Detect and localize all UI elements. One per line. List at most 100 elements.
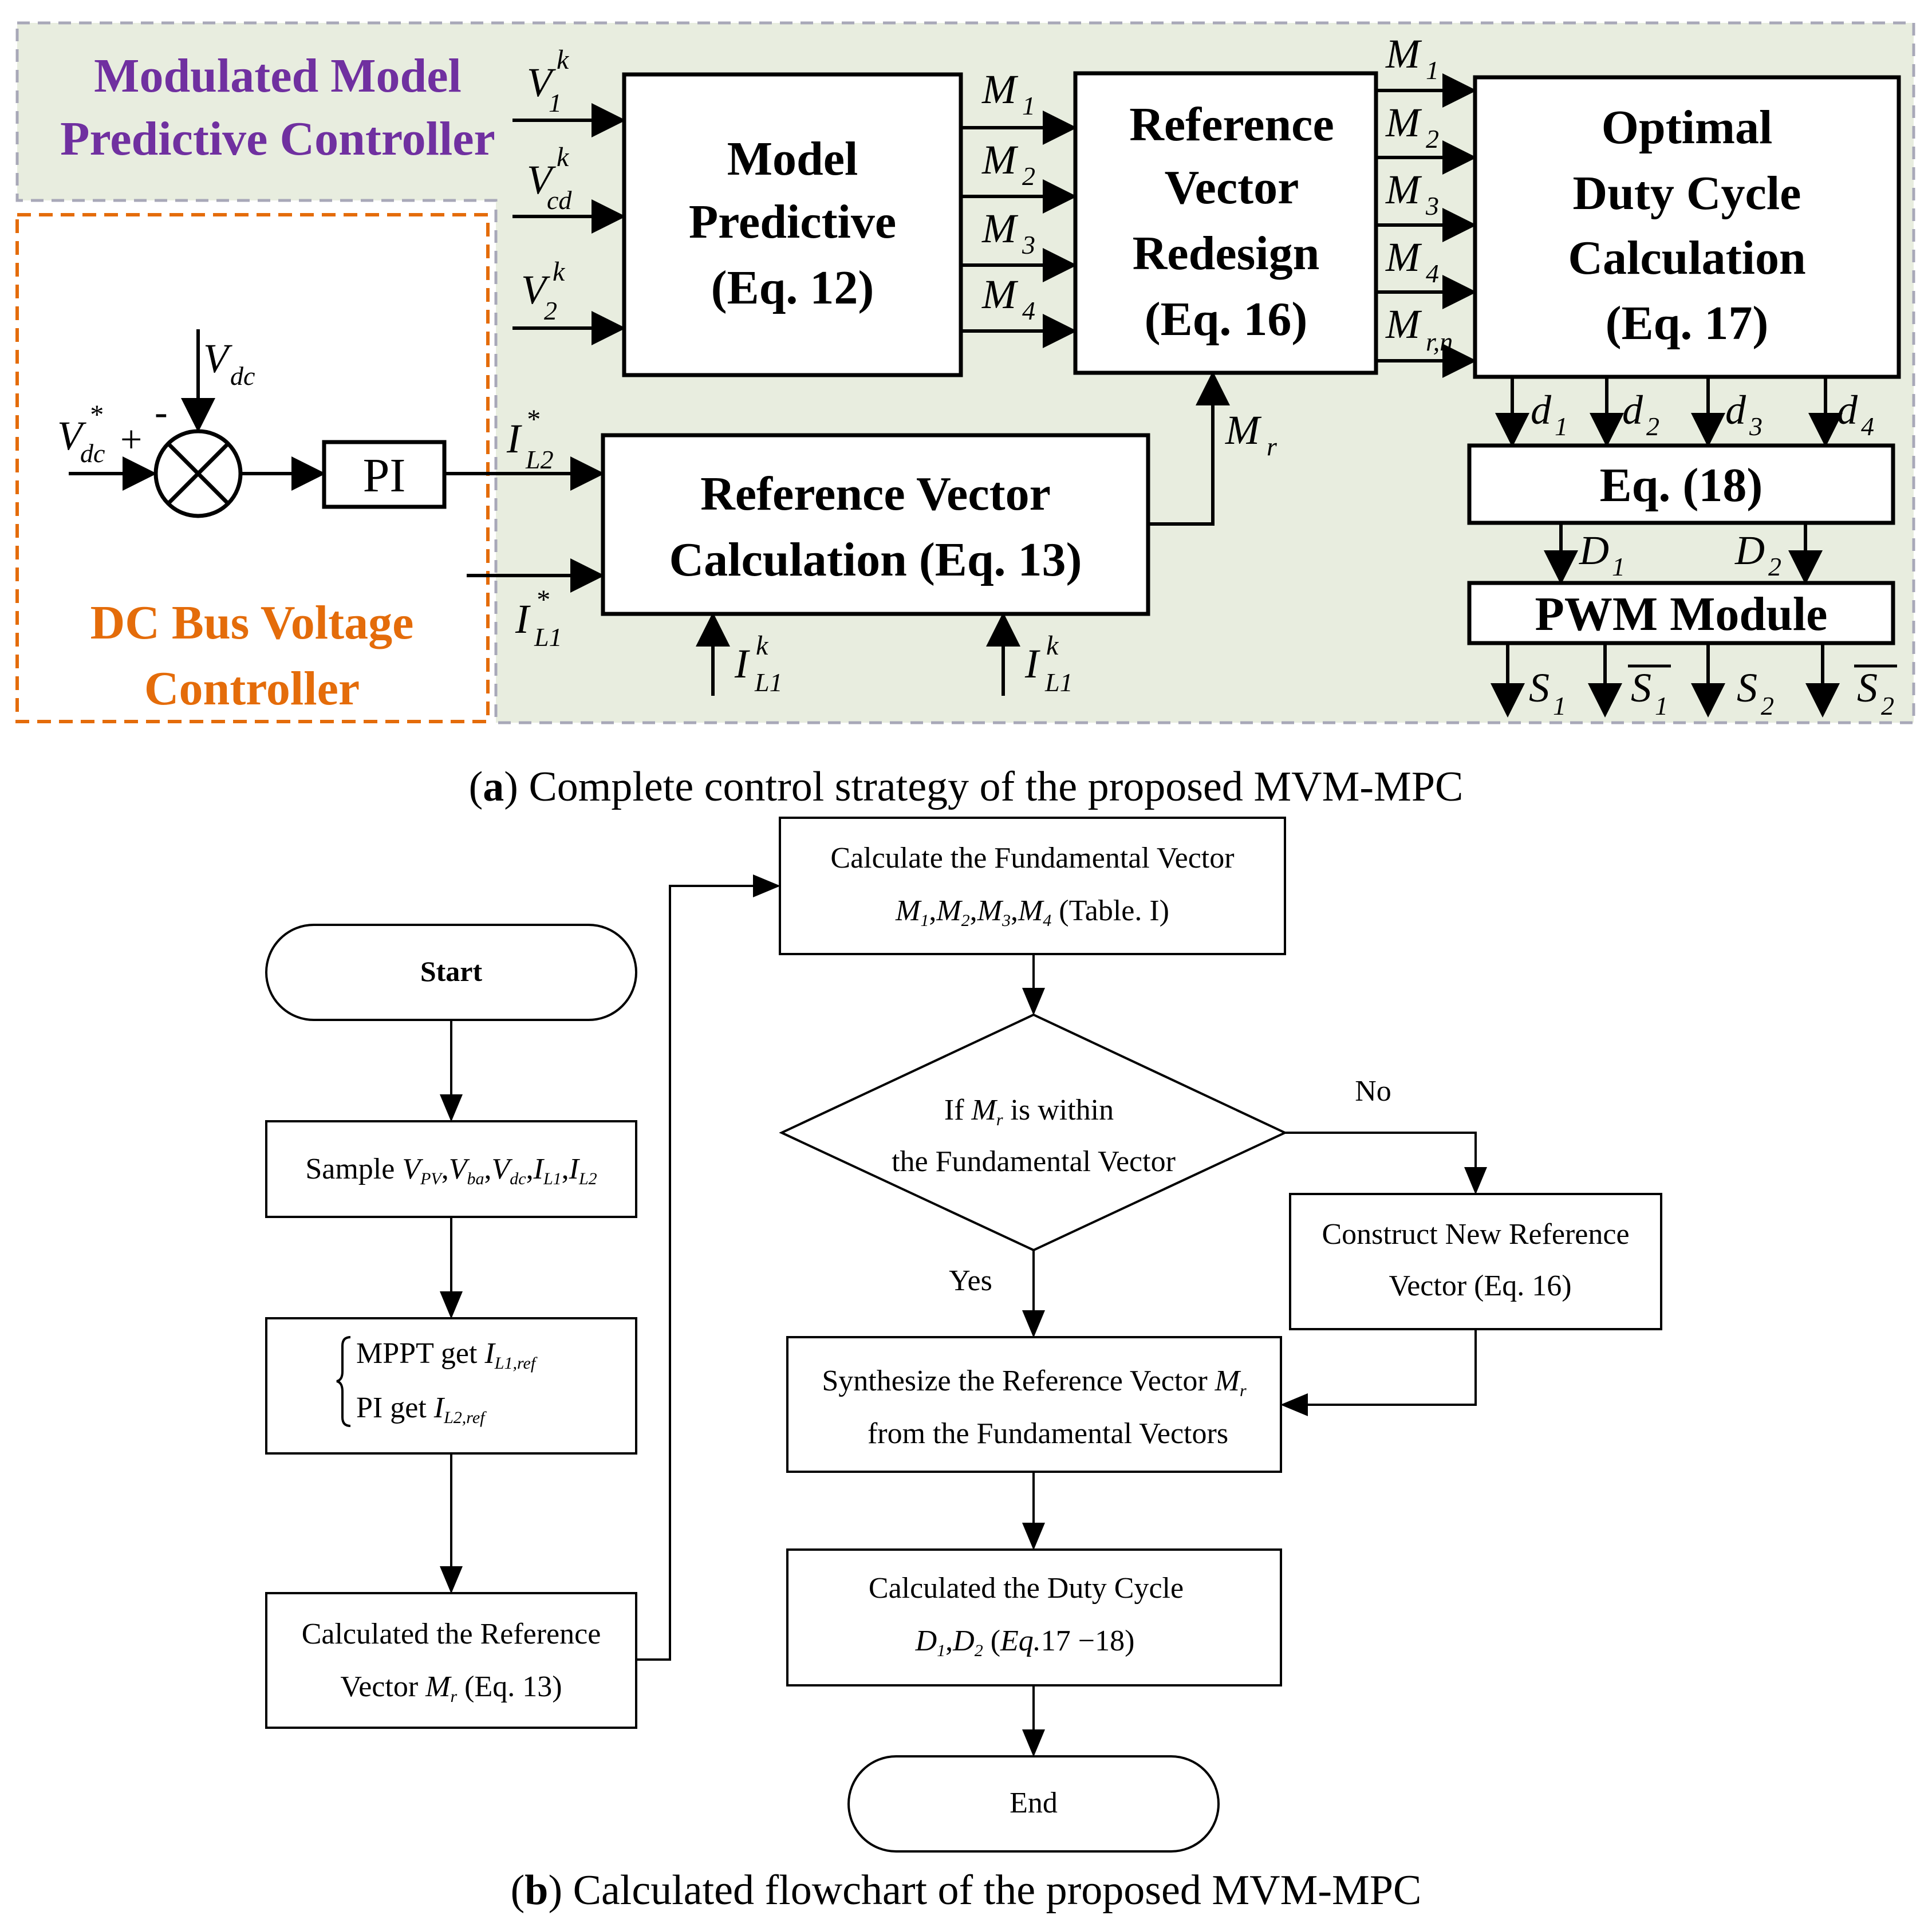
calc-ref-line1: Calculated the Reference [302, 1618, 601, 1650]
svg-text:L2: L2 [525, 445, 554, 474]
svg-text:*: * [526, 404, 539, 435]
svg-text:M: M [1385, 31, 1422, 77]
svg-text:3: 3 [1022, 230, 1035, 259]
svg-text:Calculation (Eq. 13): Calculation (Eq. 13) [669, 533, 1082, 586]
pi-block: PI [322, 440, 447, 509]
svg-text:d: d [1622, 387, 1643, 433]
svg-text:4: 4 [1861, 412, 1874, 441]
svg-text:cd: cd [547, 186, 572, 215]
svg-text:3: 3 [1749, 412, 1763, 441]
calc-ref-box [265, 1592, 637, 1729]
sample-box [265, 1120, 637, 1218]
caption-b: (b) Calculated flowchart of the proposed… [511, 1867, 1422, 1914]
svg-text:(Eq. 17): (Eq. 17) [1606, 297, 1769, 350]
svg-text:L1: L1 [534, 622, 562, 652]
svg-text:2: 2 [1881, 691, 1894, 720]
decision-diamond [779, 1013, 1288, 1252]
svg-text:1: 1 [1022, 91, 1035, 120]
sig-il2-ref: I* L2 [506, 404, 554, 474]
svg-text:I: I [506, 416, 522, 462]
eq18-block: Eq. (18) [1467, 443, 1895, 525]
mmpc-title-line1: Modulated Model [94, 49, 462, 103]
svg-text:2: 2 [1646, 412, 1659, 441]
svg-text:1: 1 [1553, 691, 1566, 720]
duty-line1: Calculated the Duty Cycle [869, 1572, 1184, 1605]
duty-box [786, 1548, 1282, 1686]
part-b-connectors [440, 874, 1487, 1757]
svg-text:M: M [1385, 167, 1422, 212]
svg-text:2: 2 [1768, 552, 1781, 581]
svg-text:(Eq. 16): (Eq. 16) [1145, 293, 1308, 346]
end-label: End [1010, 1787, 1058, 1819]
svg-text:Vector: Vector [1165, 161, 1299, 214]
part-a-connectors [69, 73, 1843, 718]
svg-text:d: d [1837, 387, 1858, 433]
svg-text:2: 2 [1426, 124, 1439, 153]
decision-line2: the Fundamental Vector [892, 1145, 1176, 1178]
svg-text:3: 3 [1425, 191, 1439, 220]
svg-text:2: 2 [544, 296, 557, 325]
summing-junction [153, 429, 243, 518]
duty-line2: D1,D2 (Eq.17 −18) [915, 1625, 1135, 1660]
svg-text:2: 2 [1761, 691, 1774, 720]
svg-text:2: 2 [1022, 161, 1035, 191]
sum-plus-sign: + [120, 417, 142, 461]
no-label: No [1355, 1075, 1391, 1108]
svg-text:V: V [203, 336, 232, 381]
svg-text:V: V [521, 267, 550, 313]
decision-line1: If Mr is within [944, 1094, 1114, 1129]
start-label: Start [420, 955, 483, 987]
svg-text:L1: L1 [1044, 668, 1073, 697]
part-b-flowchart: Start End Sample VPV,Vba,Vdc,IL1,IL2 MPP… [265, 817, 1662, 1914]
svg-text:r,n: r,n [1426, 327, 1453, 356]
svg-text:1: 1 [1655, 691, 1668, 720]
svg-text:Reference Vector: Reference Vector [700, 467, 1051, 521]
svg-text:Calculation: Calculation [1568, 231, 1805, 285]
svg-text:4: 4 [1022, 296, 1035, 325]
mppt-line1: MPPT get IL1,ref [356, 1337, 538, 1373]
svg-text:V: V [57, 413, 86, 459]
svg-text:D: D [1579, 527, 1609, 573]
dc-title-line1: DC Bus Voltage [90, 596, 414, 649]
svg-text:M: M [981, 66, 1019, 112]
svg-text:1: 1 [1612, 552, 1625, 581]
svg-text:M: M [1385, 234, 1422, 280]
sig-v1k: V k 1 [527, 45, 570, 117]
sig-v2k: V k 2 [521, 257, 566, 325]
mppt-box [265, 1317, 637, 1455]
svg-text:k: k [557, 45, 570, 75]
reference-vector-calculation-block: Reference Vector Calculation (Eq. 13) [601, 433, 1150, 616]
svg-text:4: 4 [1426, 259, 1439, 288]
svg-text:k: k [553, 257, 566, 287]
svg-text:I: I [515, 596, 531, 642]
svg-text:Optimal: Optimal [1602, 101, 1773, 154]
svg-text:r: r [1267, 432, 1278, 461]
svg-text:I: I [1024, 641, 1040, 687]
svg-text:*: * [535, 585, 549, 615]
synthesize-box [786, 1336, 1282, 1473]
sig-il1-ref: I* L1 [515, 585, 562, 652]
svg-text:(Eq. 12): (Eq. 12) [711, 261, 874, 314]
fundamental-box [779, 817, 1286, 955]
sig-vdc-ref: V*dc [57, 400, 105, 468]
svg-text:PWM Module: PWM Module [1535, 588, 1828, 641]
mmpc-region [15, 21, 1915, 724]
svg-text:V: V [527, 60, 556, 105]
construct-box [1289, 1193, 1662, 1330]
